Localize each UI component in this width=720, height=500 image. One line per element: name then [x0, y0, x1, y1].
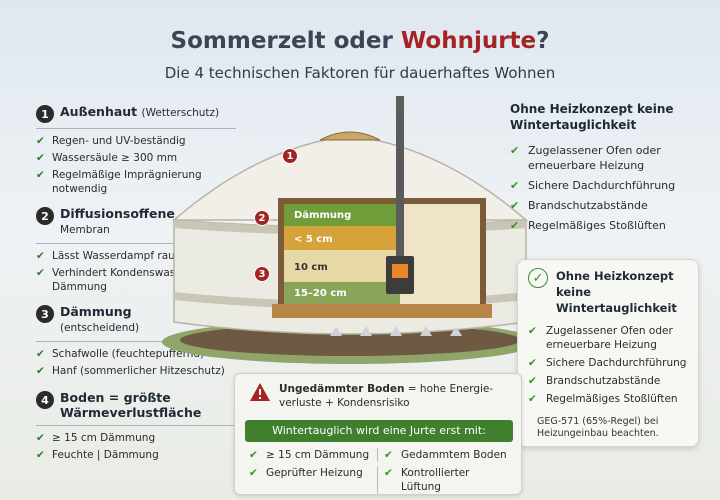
check-icon: ✔	[510, 179, 520, 192]
page-subtitle: Die 4 technischen Faktoren für dauerhaft…	[164, 64, 556, 82]
section-floor: 4 Boden = größte Wärmeverlustfläche ✔≥ 1…	[36, 390, 246, 465]
list-item: ✔Lässt Wasserdampf raus	[36, 250, 181, 262]
yurt-illustration: Dämmung < 5 cm 10 cm 15–20 cm 1 2 3	[160, 96, 540, 366]
check-icon: ✔	[528, 375, 537, 387]
layer-thin	[284, 226, 400, 250]
marker-3: 3	[254, 266, 270, 282]
heating-panel: Ohne Heizkonzept keine Wintertauglichkei…	[510, 101, 710, 238]
list-item: ✔Zugelassener Ofen oder erneuerbare Heiz…	[528, 325, 673, 351]
number-badge: 4	[36, 391, 54, 409]
heating-heading: Ohne Heizkonzept keine Wintertauglichkei…	[510, 102, 674, 132]
layer-label-thin: < 5 cm	[294, 234, 333, 245]
card-heading: Ohne Heizkonzept keine Wintertauglichkei…	[556, 269, 677, 315]
check-icon: ✔	[36, 267, 45, 279]
check-icon: ✔	[528, 325, 537, 337]
check-icon: ✔	[510, 219, 520, 232]
check-icon: ✔	[249, 467, 258, 479]
list-item: ✔Sichere Dachdurchführung	[510, 179, 676, 192]
heating-card: ✓ Ohne Heizkonzept keine Wintertauglichk…	[517, 259, 699, 447]
list-item: ✔Regelmäßiges Stoßlüften	[528, 393, 678, 405]
winter-requirements-bar: Wintertauglich wird eine Jurte erst mit:	[245, 420, 513, 442]
check-icon: ✔	[384, 449, 393, 461]
list-item: ✔Brandschutzabstände	[510, 199, 648, 212]
check-icon: ✔	[36, 365, 45, 377]
heat-loss-arrows	[330, 326, 462, 336]
list-item: ✔Regen- und UV-beständig	[36, 135, 186, 147]
requirement-item: ✔≥ 15 cm Dämmung	[249, 449, 370, 461]
divider	[36, 243, 236, 244]
requirements-grid: ✔≥ 15 cm Dämmung ✔Gedammtem Boden ✔Geprü…	[249, 448, 511, 494]
list-item: ✔Zugelassener Ofen oder erneuerbare Heiz…	[510, 144, 661, 172]
list-item: ✔Sichere Dachdurchführung	[528, 357, 687, 369]
requirement-item: ✔Gedammtem Boden	[377, 448, 511, 462]
list-item: ✔Wassersäule ≥ 300 mm	[36, 152, 178, 164]
list-item: ✔Schafwolle (feuchtepuffernd)	[36, 348, 205, 360]
stove-pipe	[396, 96, 404, 256]
divider	[36, 128, 236, 129]
check-icon: ✔	[510, 144, 520, 157]
list-item: ✔Feuchte | Dämmung	[36, 449, 159, 461]
regulation-note: GEG-571 (65%-Regel) bei Heizungeinbau be…	[537, 416, 659, 439]
floor-deck	[272, 304, 492, 318]
warning-text: Ungedämmter Boden = hohe Energie-verlust…	[279, 383, 494, 409]
check-icon: ✔	[36, 152, 45, 164]
yurt-drawing	[162, 96, 538, 364]
layer-label-thick: 15–20 cm	[294, 288, 347, 299]
layer-thick	[284, 282, 400, 306]
number-badge: 1	[36, 105, 54, 123]
section-insulation: 3 Dämmung(entscheidend) ✔Schafwolle (feu…	[36, 304, 246, 381]
list-item: ✔Hanf (sommerlicher Hitzeschutz)	[36, 365, 225, 377]
check-icon: ✔	[36, 348, 45, 360]
page-title: Sommerzelt oder Wohnjurte?	[170, 28, 550, 54]
title-accent: Wohnjurte	[400, 28, 537, 54]
stove-fire	[392, 264, 408, 278]
check-icon: ✔	[36, 449, 45, 461]
layer-label-medium: 10 cm	[294, 262, 328, 273]
check-icon: ✔	[528, 393, 537, 405]
number-badge: 2	[36, 207, 54, 225]
floor-warning-box: Ungedämmter Boden = hohe Energie-verlust…	[234, 373, 522, 495]
soil	[180, 324, 520, 356]
list-item: ✔Regelmäßige Imprägnierung notwendig	[36, 169, 202, 195]
check-icon: ✔	[510, 199, 520, 212]
divider	[36, 425, 236, 426]
number-badge: 3	[36, 305, 54, 323]
section-outer-skin: 1 Außenhaut (Wetterschutz) ✔Regen- und U…	[36, 104, 246, 199]
requirement-item: ✔Geprüfter Heizung	[249, 466, 377, 494]
list-item: ✔≥ 15 cm Dämmung	[36, 432, 156, 444]
check-icon: ✔	[528, 357, 537, 369]
crown-ring	[319, 131, 381, 141]
marker-1: 1	[282, 148, 298, 164]
warning-icon	[249, 382, 271, 402]
marker-2: 2	[254, 210, 270, 226]
insulation-label: Dämmung	[294, 210, 352, 221]
check-icon: ✔	[36, 250, 45, 262]
check-icon: ✔	[36, 135, 45, 147]
check-icon: ✔	[36, 432, 45, 444]
list-item: ✔Regelmäßiges Stoßlüften	[510, 219, 666, 232]
checkmark-icon: ✓	[528, 268, 548, 288]
divider	[36, 341, 236, 342]
check-icon: ✔	[384, 467, 393, 479]
check-icon: ✔	[36, 169, 45, 181]
list-item: ✔Brandschutzabstände	[528, 375, 661, 387]
check-icon: ✔	[249, 449, 258, 461]
requirement-item: ✔Kontrollierter Lüftung	[377, 466, 511, 494]
layer-medium	[284, 250, 400, 282]
insulation-header	[284, 204, 400, 226]
